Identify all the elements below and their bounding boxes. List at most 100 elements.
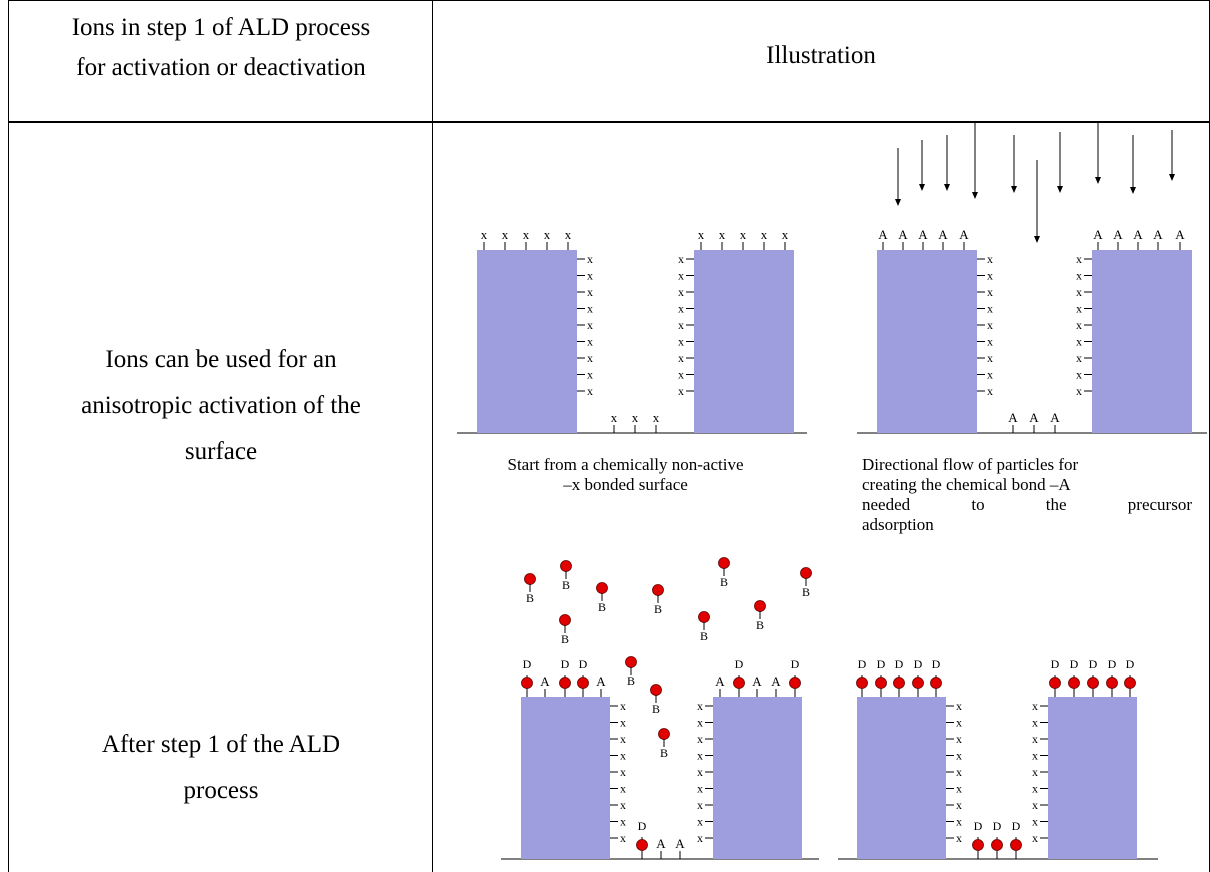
p4-wall-left-x1-label: x <box>956 716 962 730</box>
p3-wall-left-x4-label: x <box>620 765 626 779</box>
p4-top-left-d2-d-label: D <box>895 657 904 671</box>
p4-wall-right-x3-label: x <box>1032 749 1038 763</box>
p4-top-left-d3-d-label: D <box>914 657 923 671</box>
p3-top-left-d2-ball <box>577 677 589 689</box>
p1-wall-left-x2-label: x <box>587 285 593 299</box>
p3-particle-b2-ball <box>596 582 608 594</box>
p3-wall-right-x7-label: x <box>697 815 703 829</box>
p1-wall-right-x4-label: x <box>678 318 684 332</box>
p2-top-left-a0-label: A <box>878 227 888 242</box>
p2-wall-right-x6-label: x <box>1076 351 1082 365</box>
p3-particle-b0-ball <box>524 573 536 585</box>
p3-top-right-d1-ball <box>789 677 801 689</box>
p2-flow-arrowhead-2 <box>944 184 950 191</box>
p2-wall-left-x4-label: x <box>987 318 993 332</box>
p4-top-right-d0-ball <box>1049 677 1061 689</box>
p3-particle-b3-ball <box>652 584 664 596</box>
p1-wall-right-x1-label: x <box>678 269 684 283</box>
p4-top-right-d1-d-label: D <box>1070 657 1079 671</box>
p4-wall-right-x1-label: x <box>1032 716 1038 730</box>
p2-flow-arrowhead-4 <box>1011 186 1017 193</box>
p3-wall-left-x6-label: x <box>620 798 626 812</box>
p3-particle-b2-label: B <box>598 600 606 614</box>
caption-start-surface: Start from a chemically non-active –x bo… <box>448 455 803 495</box>
p3-particle-b10-label: B <box>652 702 660 716</box>
p3-wall-right-x2-label: x <box>697 732 703 746</box>
p2-wall-right-x5-label: x <box>1076 335 1082 349</box>
caption-flow-line-3: needed to the precursor <box>862 495 1192 514</box>
p4-bottom-d0-d-label: D <box>974 819 983 833</box>
p1-wall-left-x3-label: x <box>587 302 593 316</box>
p3-bottom-d0-d-label: D <box>638 819 647 833</box>
p4-bottom-d1-ball <box>991 839 1003 851</box>
p3-wall-right-x1-label: x <box>697 716 703 730</box>
p3-particle-b5-ball <box>800 567 812 579</box>
p3-wall-left-x5-label: x <box>620 782 626 796</box>
p2-left-block <box>877 250 977 433</box>
p4-wall-right-x5-label: x <box>1032 782 1038 796</box>
p3-top-right-a2-label: A <box>771 674 781 689</box>
p1-top-right-x3-label: x <box>761 227 768 242</box>
p3-right-block <box>713 697 802 859</box>
p3-wall-left-x0-label: x <box>620 699 626 713</box>
p2-top-right-a4-label: A <box>1175 227 1185 242</box>
p2-bottom-a0-label: A <box>1008 410 1018 425</box>
p3-top-left-d1-ball <box>559 677 571 689</box>
p3-particle-b7-label: B <box>700 629 708 643</box>
header-left-line-1: Ions in step 1 of ALD process <box>71 14 371 41</box>
p3-particle-b7-ball <box>698 611 710 623</box>
p2-wall-right-x0-label: x <box>1076 252 1082 266</box>
p1-wall-right-x0-label: x <box>678 252 684 266</box>
p4-wall-left-x3-label: x <box>956 749 962 763</box>
p3-wall-right-x0-label: x <box>697 699 703 713</box>
p4-top-right-d3-d-label: D <box>1108 657 1117 671</box>
p3-particle-b11-label: B <box>660 746 668 760</box>
p3-particle-b0-label: B <box>526 591 534 605</box>
p2-flow-arrowhead-8 <box>1130 187 1136 194</box>
p4-right-block <box>1048 697 1137 859</box>
p4-wall-left-x8-label: x <box>956 831 962 845</box>
p4-top-left-d1-ball <box>875 677 887 689</box>
p3-top-left-d0-d-label: D <box>523 657 532 671</box>
p2-top-left-a3-label: A <box>938 227 948 242</box>
p1-right-block <box>694 250 794 433</box>
row1-line-1: Ions can be used for an <box>105 346 337 373</box>
p3-top-right-d0-ball <box>733 677 745 689</box>
p3-wall-right-x8-label: x <box>697 831 703 845</box>
p2-flow-arrowhead-1 <box>919 184 925 191</box>
p3-particle-b8-label: B <box>756 618 764 632</box>
p3-bottom-d0-ball <box>636 839 648 851</box>
p3-particle-b9-ball <box>625 656 637 668</box>
p4-top-left-d2-ball <box>893 677 905 689</box>
p2-wall-right-x4-label: x <box>1076 318 1082 332</box>
p3-wall-left-x8-label: x <box>620 831 626 845</box>
p4-wall-left-x4-label: x <box>956 765 962 779</box>
p2-bottom-a2-label: A <box>1050 410 1060 425</box>
p3-particle-b1-label: B <box>562 578 570 592</box>
p1-wall-right-x8-label: x <box>678 384 684 398</box>
p1-top-right-x1-label: x <box>719 227 726 242</box>
p2-wall-left-x5-label: x <box>987 335 993 349</box>
p4-top-left-d1-d-label: D <box>877 657 886 671</box>
p3-particle-b10-ball <box>650 684 662 696</box>
p4-bottom-d2-d-label: D <box>1012 819 1021 833</box>
p4-left-block <box>857 697 946 859</box>
p1-bottom-x0-label: x <box>611 410 618 425</box>
p2-wall-left-x8-label: x <box>987 384 993 398</box>
p2-top-left-a2-label: A <box>918 227 928 242</box>
p4-wall-right-x0-label: x <box>1032 699 1038 713</box>
p1-top-right-x2-label: x <box>740 227 747 242</box>
p1-top-left-x4-label: x <box>565 227 572 242</box>
p4-wall-left-x6-label: x <box>956 798 962 812</box>
p4-wall-right-x4-label: x <box>1032 765 1038 779</box>
p2-flow-arrowhead-5 <box>1034 236 1040 243</box>
p2-wall-left-x0-label: x <box>987 252 993 266</box>
p3-particle-b11-ball <box>658 728 670 740</box>
p1-top-left-x2-label: x <box>523 227 530 242</box>
p1-wall-left-x8-label: x <box>587 384 593 398</box>
p4-top-left-d4-ball <box>930 677 942 689</box>
table-border-left <box>8 0 9 872</box>
p2-wall-left-x3-label: x <box>987 302 993 316</box>
p1-top-right-x0-label: x <box>698 227 705 242</box>
